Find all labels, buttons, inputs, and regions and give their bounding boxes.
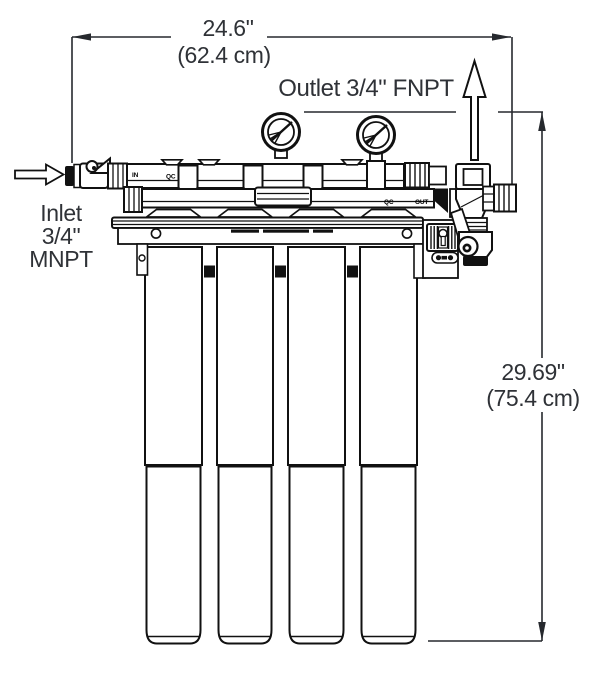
- inlet-port-label-line1: Inlet: [40, 200, 82, 226]
- height-dimension-label-inches: 29.69": [501, 359, 565, 385]
- pressure-gauge-right: [356, 115, 396, 162]
- filter-cartridge-3: [287, 246, 346, 645]
- port-marking-qc-bottom: QC: [384, 199, 394, 206]
- flush-drain-valve: [449, 207, 493, 266]
- width-dimension-label-metric: (62.4 cm): [177, 42, 271, 68]
- outlet-manifold-bar: QC OUT: [123, 186, 435, 213]
- port-marking-qc-top: QC: [166, 174, 176, 181]
- width-dimension-label-inches: 24.6": [202, 15, 254, 41]
- inlet-flow-arrow: [14, 162, 66, 187]
- height-dimension-label-metric: (75.4 cm): [486, 385, 580, 411]
- filter-cartridge-1: [144, 246, 203, 645]
- filter-cartridges: [144, 246, 418, 645]
- manifold-port-gaps: [204, 265, 358, 278]
- filter-cartridge-2: [216, 246, 274, 645]
- port-marking-in: IN: [132, 172, 139, 179]
- inlet-port-label-line2: 3/4": [41, 223, 81, 249]
- sump-caps: [143, 208, 419, 218]
- filter-cartridge-4: [359, 246, 418, 645]
- inlet-port-label-line3: MNPT: [29, 246, 93, 272]
- inlet-shutoff-valve: [65, 156, 128, 190]
- port-marking-out: OUT: [415, 199, 428, 206]
- outlet-valve-assembly: [434, 163, 517, 266]
- outlet-flow-arrow: [462, 57, 487, 161]
- height-dimension-line: [428, 111, 546, 642]
- pressure-gauge-left: [261, 112, 301, 159]
- outlet-port-label: Outlet 3/4" FNPT: [278, 75, 454, 102]
